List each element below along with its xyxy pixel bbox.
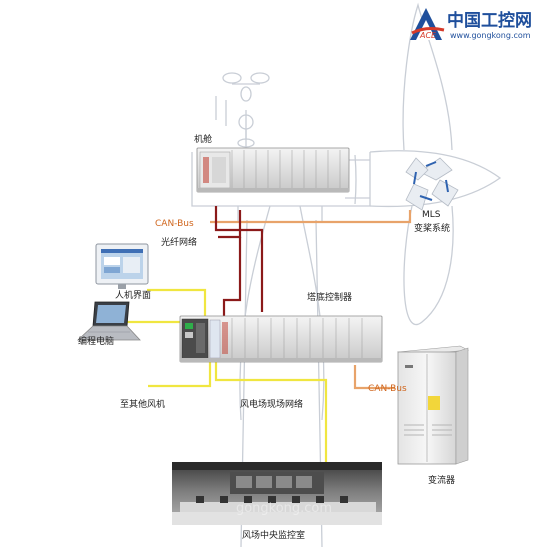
- programming-laptop: [76, 301, 141, 341]
- fiber-optic-lines: [214, 206, 264, 316]
- label-hmi: 人机界面: [115, 289, 151, 301]
- label-nacelle: 机舱: [194, 133, 212, 145]
- room-watermark: gongkong.com: [236, 501, 332, 516]
- label-programming-pc: 编程电脑: [78, 335, 114, 347]
- control-room-photo: gongkong.com: [172, 462, 382, 525]
- turbine-outline: [191, 2, 502, 548]
- brand-url: www.gongkong.com: [450, 31, 531, 40]
- label-to-other-turbines: 至其他风机: [120, 398, 165, 410]
- can-bus-lines: [210, 210, 412, 390]
- label-wind-farm-network: 风电场现场网络: [240, 398, 303, 410]
- brand-logo-text: ACE: [419, 31, 437, 40]
- label-pitch-system: 变桨系统: [414, 222, 450, 234]
- label-can-bus-right: CAN-Bus: [368, 384, 407, 394]
- label-mls: MLS: [422, 210, 441, 220]
- pitch-system-icon: [405, 157, 459, 211]
- label-fiber-network: 光纤网络: [161, 236, 197, 248]
- hmi-monitor: [95, 243, 149, 289]
- label-can-bus-top: CAN-Bus: [155, 219, 194, 229]
- tower-base-controller: [179, 315, 383, 363]
- label-converter: 变流器: [428, 474, 455, 486]
- nacelle-controller: [196, 147, 350, 193]
- brand-name: 中国工控网: [447, 10, 532, 31]
- label-tower-base-controller: 塔底控制器: [307, 291, 352, 303]
- label-central-control-room: 风场中央监控室: [242, 529, 305, 541]
- brand-logo: ACE: [410, 8, 445, 40]
- converter-cabinet: [396, 345, 470, 465]
